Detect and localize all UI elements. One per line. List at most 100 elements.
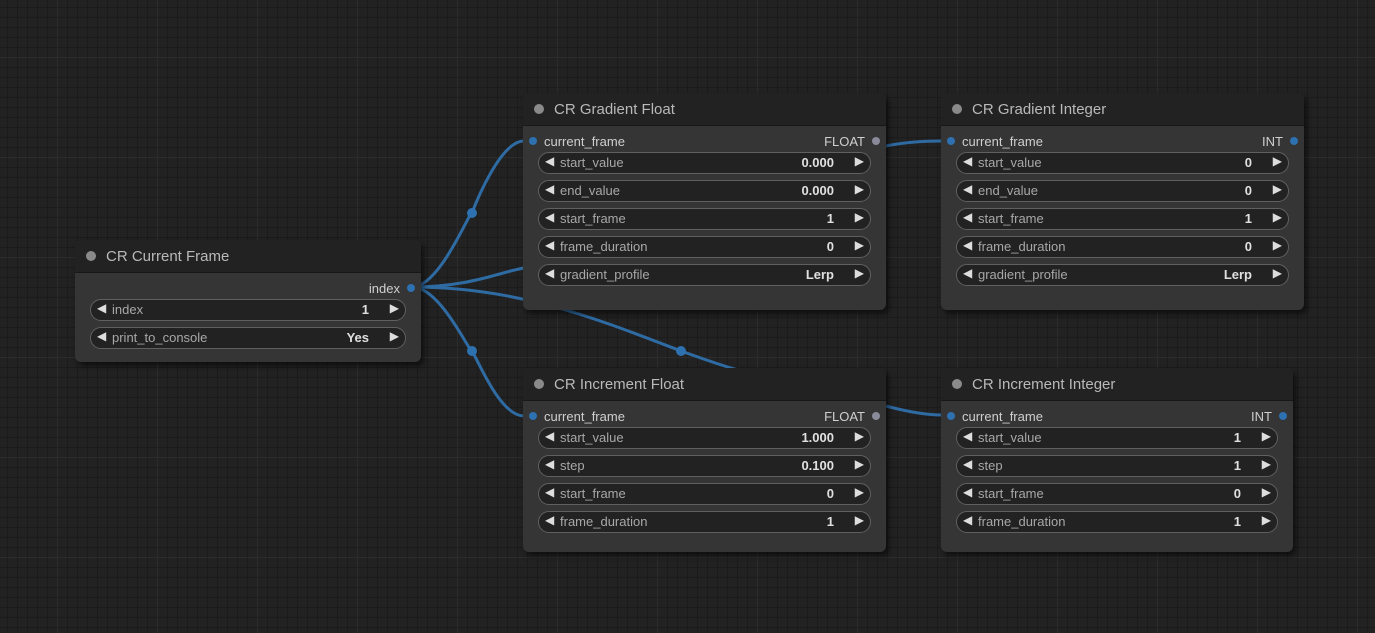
widget-start-frame[interactable]: ◀ start_frame 1 ▶ [538, 208, 871, 230]
output-connector[interactable] [872, 412, 880, 420]
decrement-arrow-icon[interactable]: ◀ [545, 238, 555, 252]
widget-frame-duration[interactable]: ◀ frame_duration 0 ▶ [538, 236, 871, 258]
slot-label: current_frame [544, 409, 625, 424]
output-connector[interactable] [407, 284, 415, 292]
decrement-arrow-icon[interactable]: ◀ [545, 154, 555, 168]
node-header[interactable]: CR Increment Float [523, 368, 886, 401]
decrement-arrow-icon[interactable]: ◀ [545, 266, 555, 280]
widget-start-value[interactable]: ◀ start_value 1.000 ▶ [538, 427, 871, 449]
widget-label: print_to_console [112, 330, 208, 345]
widget-frame-duration[interactable]: ◀ frame_duration 0 ▶ [956, 236, 1289, 258]
increment-arrow-icon[interactable]: ▶ [1272, 210, 1282, 224]
increment-arrow-icon[interactable]: ▶ [854, 513, 864, 527]
increment-arrow-icon[interactable]: ▶ [854, 429, 864, 443]
decrement-arrow-icon[interactable]: ◀ [545, 457, 555, 471]
widget-gradient-profile[interactable]: ◀ gradient_profile Lerp ▶ [538, 264, 871, 286]
node-collapse-dot[interactable] [534, 379, 544, 389]
link-reroute-dot[interactable] [676, 346, 686, 356]
widget-start-frame[interactable]: ◀ start_frame 0 ▶ [538, 483, 871, 505]
output-connector[interactable] [872, 137, 880, 145]
widget-start-frame[interactable]: ◀ start_frame 1 ▶ [956, 208, 1289, 230]
decrement-arrow-icon[interactable]: ◀ [963, 429, 973, 443]
widget-frame-duration[interactable]: ◀ frame_duration 1 ▶ [956, 511, 1278, 533]
input-connector[interactable] [529, 137, 537, 145]
input-connector[interactable] [947, 137, 955, 145]
widget-value: 0 [826, 239, 834, 254]
decrement-arrow-icon[interactable]: ◀ [963, 238, 973, 252]
decrement-arrow-icon[interactable]: ◀ [963, 485, 973, 499]
link-float-to-increment-integer[interactable] [885, 404, 943, 417]
input-connector[interactable] [529, 412, 537, 420]
widget-end-value[interactable]: ◀ end_value 0.000 ▶ [538, 180, 871, 202]
widget-print-to-console[interactable]: ◀ print_to_console Yes ▶ [90, 327, 406, 349]
widget-gradient-profile[interactable]: ◀ gradient_profile Lerp ▶ [956, 264, 1289, 286]
decrement-arrow-icon[interactable]: ◀ [963, 513, 973, 527]
decrement-arrow-icon[interactable]: ◀ [545, 513, 555, 527]
widget-index[interactable]: ◀ index 1 ▶ [90, 299, 406, 321]
increment-arrow-icon[interactable]: ▶ [1272, 238, 1282, 252]
node-collapse-dot[interactable] [952, 379, 962, 389]
widget-step[interactable]: ◀ step 1 ▶ [956, 455, 1278, 477]
increment-arrow-icon[interactable]: ▶ [1272, 182, 1282, 196]
link-index-to-gradient-float[interactable] [411, 139, 525, 289]
widget-start-value[interactable]: ◀ start_value 0.000 ▶ [538, 152, 871, 174]
increment-arrow-icon[interactable]: ▶ [1261, 485, 1271, 499]
widget-end-value[interactable]: ◀ end_value 0 ▶ [956, 180, 1289, 202]
node-header[interactable]: CR Increment Integer [941, 368, 1293, 401]
node-header[interactable]: CR Gradient Integer [941, 93, 1304, 126]
output-slot-index[interactable]: index [75, 277, 421, 299]
node-cr-current-frame[interactable]: CR Current Frame index ◀ index 1 ▶ ◀ pri… [75, 240, 421, 362]
increment-arrow-icon[interactable]: ▶ [854, 154, 864, 168]
widget-step[interactable]: ◀ step 0.100 ▶ [538, 455, 871, 477]
increment-arrow-icon[interactable]: ▶ [854, 485, 864, 499]
increment-arrow-icon[interactable]: ▶ [389, 301, 399, 315]
increment-arrow-icon[interactable]: ▶ [1261, 429, 1271, 443]
node-header[interactable]: CR Current Frame [75, 240, 421, 273]
increment-arrow-icon[interactable]: ▶ [1261, 457, 1271, 471]
decrement-arrow-icon[interactable]: ◀ [963, 182, 973, 196]
output-connector[interactable] [1279, 412, 1287, 420]
input-connector[interactable] [947, 412, 955, 420]
node-title: CR Gradient Integer [972, 101, 1107, 118]
link-float-to-gradient-integer[interactable] [885, 139, 943, 148]
increment-arrow-icon[interactable]: ▶ [854, 457, 864, 471]
decrement-arrow-icon[interactable]: ◀ [545, 210, 555, 224]
link-index-to-increment-float[interactable] [411, 285, 525, 418]
increment-arrow-icon[interactable]: ▶ [854, 266, 864, 280]
decrement-arrow-icon[interactable]: ◀ [545, 182, 555, 196]
link-reroute-dot[interactable] [467, 346, 477, 356]
node-collapse-dot[interactable] [86, 251, 96, 261]
increment-arrow-icon[interactable]: ▶ [389, 329, 399, 343]
decrement-arrow-icon[interactable]: ◀ [963, 210, 973, 224]
decrement-arrow-icon[interactable]: ◀ [545, 429, 555, 443]
link-index-to-gradient-integer[interactable] [411, 266, 525, 289]
decrement-arrow-icon[interactable]: ◀ [963, 154, 973, 168]
node-cr-increment-float[interactable]: CR Increment Float current_frame FLOAT ◀… [523, 368, 886, 552]
node-collapse-dot[interactable] [952, 104, 962, 114]
output-connector[interactable] [1290, 137, 1298, 145]
node-collapse-dot[interactable] [534, 104, 544, 114]
node-cr-gradient-float[interactable]: CR Gradient Float current_frame FLOAT ◀ … [523, 93, 886, 310]
node-cr-increment-integer[interactable]: CR Increment Integer current_frame INT ◀… [941, 368, 1293, 552]
node-header[interactable]: CR Gradient Float [523, 93, 886, 126]
increment-arrow-icon[interactable]: ▶ [854, 238, 864, 252]
increment-arrow-icon[interactable]: ▶ [1272, 154, 1282, 168]
increment-arrow-icon[interactable]: ▶ [1261, 513, 1271, 527]
decrement-arrow-icon[interactable]: ◀ [97, 301, 107, 315]
widget-label: start_frame [978, 211, 1044, 226]
decrement-arrow-icon[interactable]: ◀ [963, 266, 973, 280]
widget-start-value[interactable]: ◀ start_value 0 ▶ [956, 152, 1289, 174]
increment-arrow-icon[interactable]: ▶ [1272, 266, 1282, 280]
decrement-arrow-icon[interactable]: ◀ [545, 485, 555, 499]
widget-frame-duration[interactable]: ◀ frame_duration 1 ▶ [538, 511, 871, 533]
link-reroute-dot[interactable] [467, 208, 477, 218]
node-cr-gradient-integer[interactable]: CR Gradient Integer current_frame INT ◀ … [941, 93, 1304, 310]
increment-arrow-icon[interactable]: ▶ [854, 182, 864, 196]
widget-label: start_frame [560, 211, 626, 226]
decrement-arrow-icon[interactable]: ◀ [97, 329, 107, 343]
decrement-arrow-icon[interactable]: ◀ [963, 457, 973, 471]
widget-start-value[interactable]: ◀ start_value 1 ▶ [956, 427, 1278, 449]
widget-start-frame[interactable]: ◀ start_frame 0 ▶ [956, 483, 1278, 505]
increment-arrow-icon[interactable]: ▶ [854, 210, 864, 224]
